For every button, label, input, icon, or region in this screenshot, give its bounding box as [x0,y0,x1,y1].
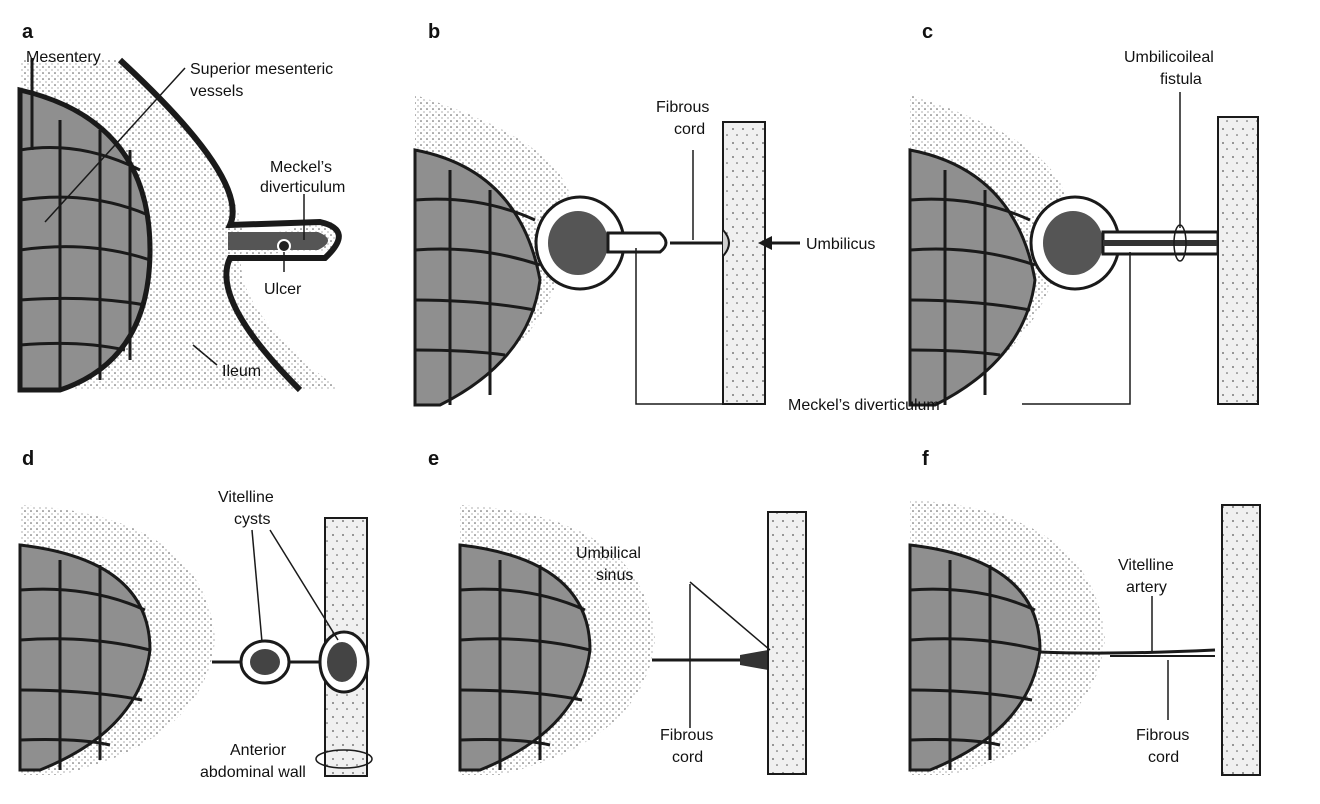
mesentery-tissue [908,148,1037,407]
label-fibrous-line1: Fibrous [656,99,709,116]
label-meckels-line1: Meckel’s [270,159,332,176]
panel-letter-b: b [428,21,440,43]
panel-letter-c: c [922,21,933,43]
label-fibrous-line2: cord [674,121,705,138]
vessel-network [20,120,151,390]
label-fibrous-line2: cord [1148,749,1179,766]
vessel-network [910,170,1036,405]
label-ileum: Ileum [222,363,261,380]
panel-a: a Mesentery Superior mesenteric vessels … [17,21,345,393]
abdominal-wall [767,511,807,775]
diverticulum-lumen [228,232,328,250]
bracket-left [635,248,745,405]
mesentery-tissue [908,543,1042,772]
abdominal-wall [722,121,766,405]
label-vessels-line2: vessels [190,83,243,100]
label-fistula-line1: Umbilicoileal [1124,49,1214,66]
label-meckels-shared: Meckel’s diverticulum [788,397,940,414]
label-wall-line2: abdominal wall [200,764,306,781]
cyst-inner-2 [327,642,357,682]
label-cysts-line1: Vitelline [218,489,274,506]
panel-d: d Vitelline cysts Anterior abdominal wal… [18,448,373,781]
label-fibrous-line2: cord [672,749,703,766]
sinus-tract [740,650,768,670]
ileum-outline [117,57,342,393]
panel-letter-a: a [22,21,34,43]
diverticulum-neck [606,231,668,254]
vessel-network [415,170,541,405]
label-fibrous-line1: Fibrous [1136,727,1189,744]
mesentery-tissue [458,543,592,772]
wall-ring [315,749,373,769]
diverticulum-lumen [1043,211,1103,275]
label-meckels-line2: diverticulum [260,179,345,196]
label-umbilicus: Umbilicus [806,236,875,253]
label-sinus-line2: sinus [596,567,633,584]
label-artery-line1: Vitelline [1118,557,1174,574]
cysts-leader-2 [269,529,339,641]
vessel-network [20,560,151,770]
label-fistula-line2: fistula [1160,71,1202,88]
vessel-network [460,560,591,770]
label-fibrous-line1: Fibrous [660,727,713,744]
cyst-inner-1 [250,649,280,675]
panel-c: c Umbilicoileal fistula [908,21,1259,407]
label-ulcer: Ulcer [264,281,302,298]
panel-f: f Vitelline artery Fibrous cord [908,448,1261,776]
label-cysts-line2: cysts [234,511,270,528]
vitelline-artery [1039,648,1216,655]
vessels-leader [44,67,186,223]
diverticulum-lumen [548,211,608,275]
ileum-leader [192,344,218,366]
sinus-leader [689,581,771,651]
mesentery-tissue [413,148,542,407]
label-vessels-line1: Superior mesenteric [190,61,333,78]
mesentery-tissue [18,543,152,772]
ulcer-mark [277,239,291,253]
umbilicus-arrowhead [758,236,772,250]
label-artery-line2: artery [1126,579,1167,596]
label-mesentery: Mesentery [26,49,101,66]
abdominal-wall [1217,116,1259,405]
vessel-network [910,560,1041,770]
bracket-right [1022,252,1131,405]
label-sinus-line1: Umbilical [576,545,641,562]
panel-letter-f: f [922,448,929,470]
panel-letter-e: e [428,448,439,470]
abdominal-wall [1221,504,1261,776]
umbilicus-mark [722,229,730,257]
label-wall-line1: Anterior [230,742,287,759]
panel-letter-d: d [22,448,34,470]
cysts-leader-1 [251,529,263,643]
panel-e: e Umbilical sinus Fibrous cord [428,448,807,775]
shared-meckels-bracket: Meckel’s diverticulum [635,248,1131,414]
panel-b: b Fibrous cord Umbilicus [413,21,875,407]
mesentery-tissue [17,86,153,393]
